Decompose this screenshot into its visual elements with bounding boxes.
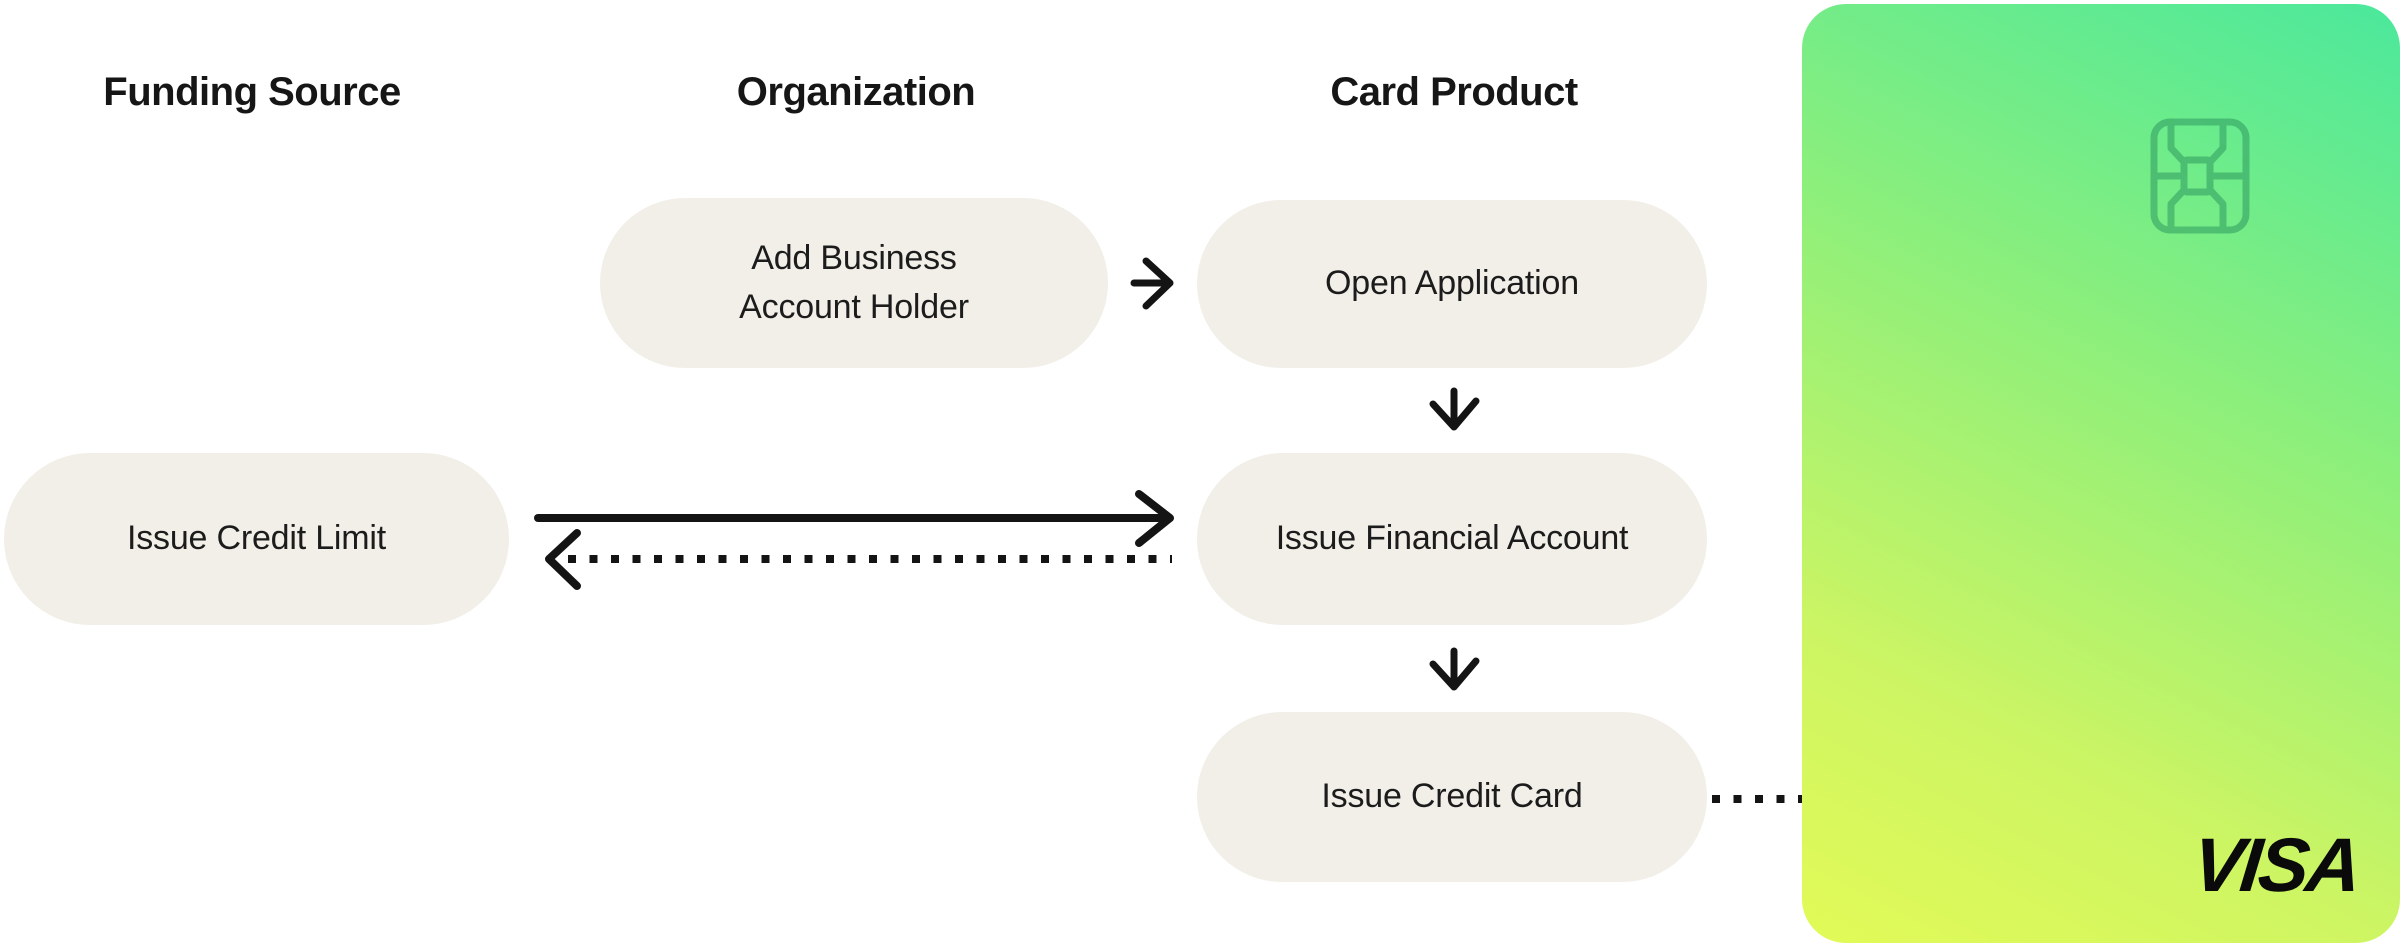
emv-chip-icon bbox=[2150, 118, 2250, 234]
node-issue-financial-account: Issue Financial Account bbox=[1197, 453, 1707, 625]
column-header-funding-source: Funding Source bbox=[103, 70, 401, 114]
column-header-card-product: Card Product bbox=[1330, 70, 1578, 114]
arrow-down-icon bbox=[1429, 647, 1480, 691]
visa-card: VISA bbox=[1802, 4, 2400, 943]
arrow-left-dotted-icon bbox=[545, 529, 1172, 590]
node-issue-credit-card: Issue Credit Card bbox=[1197, 712, 1707, 882]
column-header-organization: Organization bbox=[736, 70, 976, 114]
node-label: Open Application bbox=[1325, 264, 1579, 303]
node-label: Issue Credit Card bbox=[1321, 777, 1583, 816]
node-label: Issue Financial Account bbox=[1275, 519, 1629, 558]
node-open-application: Open Application bbox=[1197, 200, 1707, 368]
arrow-right-long-icon bbox=[534, 490, 1174, 547]
arrow-down-icon bbox=[1429, 387, 1480, 431]
node-label: Issue Credit Limit bbox=[126, 519, 387, 558]
node-label: Add Business Account Holder bbox=[739, 238, 969, 326]
arrow-right-icon bbox=[1130, 257, 1174, 310]
node-add-business-account-holder: Add Business Account Holder bbox=[600, 198, 1108, 368]
node-issue-credit-limit: Issue Credit Limit bbox=[4, 453, 509, 625]
visa-logo: VISA bbox=[2188, 823, 2363, 908]
